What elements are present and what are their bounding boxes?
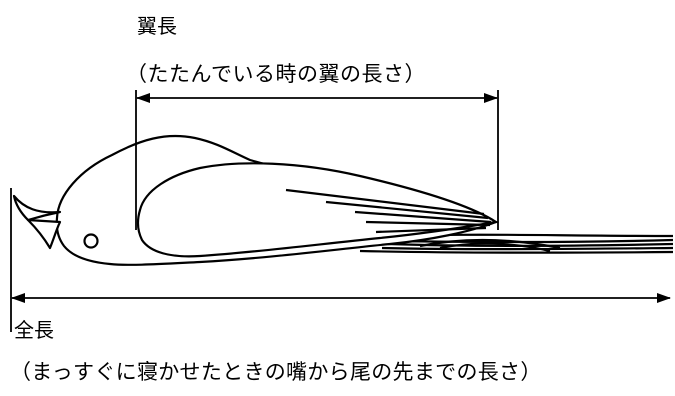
wing-length-measure (135, 90, 499, 230)
bird-beak (12, 194, 62, 250)
wing-feather-lines (285, 188, 492, 234)
total-length-measure (10, 188, 671, 332)
folded-wing (136, 162, 499, 258)
total-length-title: 全長 (14, 318, 54, 342)
total-length-description: （まっすぐに寝かせたときの嘴から尾の先までの長さ） (10, 360, 542, 384)
wing-length-title: 翼長 (137, 14, 177, 38)
wing-length-description: （たたんでいる時の翼の長さ） (126, 62, 426, 86)
bird-eye (83, 233, 99, 249)
